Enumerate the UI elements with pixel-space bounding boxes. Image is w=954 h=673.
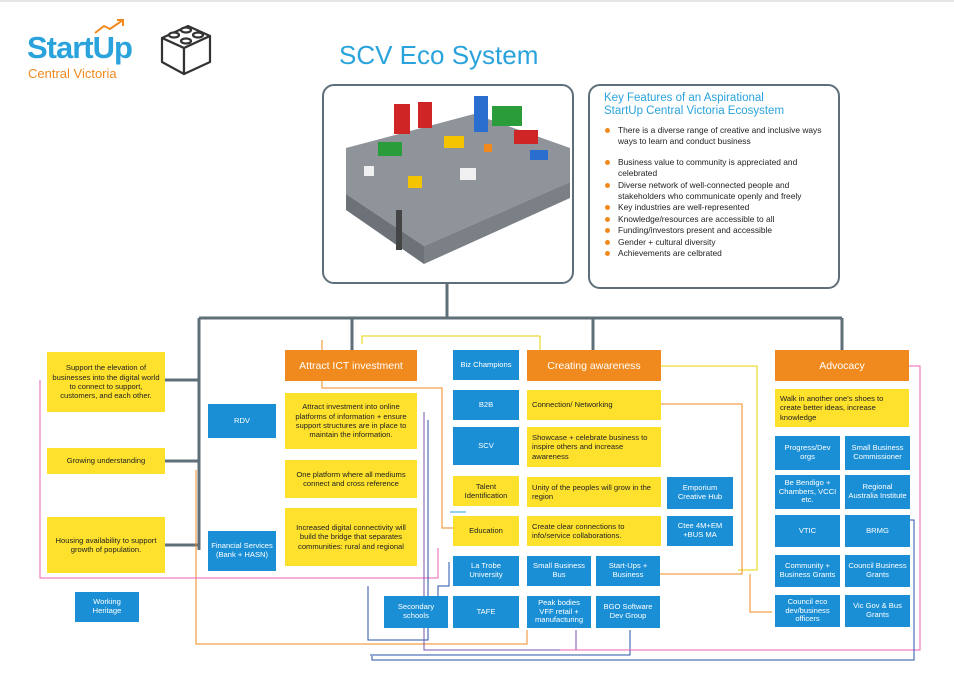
advocacy-box: VTIC	[775, 515, 840, 547]
key-feature-item: Diverse network of well-connected people…	[604, 180, 830, 203]
advocacy-box: Progress/Dev orgs	[775, 436, 840, 470]
growing-understanding-box: Growing understanding	[47, 448, 165, 474]
advocacy-box: BRMG	[845, 515, 910, 547]
advocacy-box: Council eco dev/business officers	[775, 595, 840, 627]
advocacy-header: Advocacy	[775, 350, 909, 381]
peak-bodies-box: Peak bodies VFF retail + manufacturing	[527, 596, 591, 628]
key-features-title: Key Features of an Aspirational StartUp …	[604, 92, 830, 118]
advocacy-box: Council Business Grants	[845, 555, 910, 587]
key-feature-item: There is a diverse range of creative and…	[604, 125, 830, 148]
awareness-item: Connection/ Networking	[527, 390, 661, 420]
key-features-list: There is a diverse range of creative and…	[604, 125, 830, 259]
lego-brick-icon	[160, 24, 212, 76]
education-box: Education	[453, 516, 519, 546]
financial-services-box: Financial Services (Bank + HASN)	[208, 531, 276, 571]
bgo-software-box: BGO Software Dev Group	[596, 596, 660, 628]
emporium-creative-hub-box: Emporium Creative Hub	[667, 477, 733, 509]
advocacy-box: Be Bendigo + Chambers, VCCI etc.	[775, 475, 840, 509]
logo-growth-arrow-icon	[94, 19, 124, 34]
ctee-box: Ctee 4M+EM +BUS MA	[667, 516, 733, 546]
ict-item: Increased digital connectivity will buil…	[285, 508, 417, 566]
working-heritage-box: Working Heritage	[75, 592, 139, 622]
tafe-box: TAFE	[453, 596, 519, 628]
awareness-item: Showcase + celebrate business to inspire…	[527, 427, 661, 467]
key-feature-item: Business value to community is appreciat…	[604, 157, 830, 180]
lego-city-illustration	[346, 96, 570, 264]
creating-awareness-header: Creating awareness	[527, 350, 661, 381]
logo-up-text: Up	[92, 30, 133, 65]
advocacy-box: Regional Australia Institute	[845, 475, 910, 509]
ict-item: One platform where all mediums connect a…	[285, 460, 417, 498]
awareness-item: Unity of the peoples will grow in the re…	[527, 477, 661, 507]
awareness-item: Create clear connections to info/service…	[527, 516, 661, 546]
b2b-box: B2B	[453, 390, 519, 420]
small-business-bus-box: Small Business Bus	[527, 556, 591, 586]
logo-start-text: Start	[27, 30, 94, 65]
rdv-box: RDV	[208, 404, 276, 438]
scv-box: SCV	[453, 427, 519, 465]
housing-availability-box: Housing availability to support growth o…	[47, 517, 165, 573]
key-feature-item: Key industries are well-represented	[604, 202, 830, 213]
top-divider	[0, 0, 954, 2]
ict-item: Attract investment into online platforms…	[285, 393, 417, 449]
advocacy-box: Community + Business Grants	[775, 555, 840, 587]
key-features-title-line1: Key Features of an Aspirational	[604, 92, 764, 104]
key-feature-item: Funding/investors present and accessible	[604, 225, 830, 236]
lego-city-model-image	[322, 84, 574, 284]
secondary-schools-box: Secondary schools	[384, 596, 448, 628]
key-features-panel: Key Features of an Aspirational StartUp …	[588, 84, 840, 289]
key-feature-item: Achievements are celbrated	[604, 248, 830, 259]
page-title: SCV Eco System	[339, 40, 539, 70]
support-digital-box: Support the elevation of businesses into…	[47, 352, 165, 412]
la-trobe-box: La Trobe University	[453, 556, 519, 586]
advocacy-box: Vic Gov & Bus Grants	[845, 595, 910, 627]
logo-wordmark: StartUp	[27, 30, 133, 66]
biz-champions-box: Biz Champions	[453, 350, 519, 380]
key-feature-item: Gender + cultural diversity	[604, 237, 830, 248]
key-feature-item: Knowledge/resources are accessible to al…	[604, 214, 830, 225]
logo-subtitle: Central Victoria	[28, 66, 117, 81]
attract-ict-header: Attract ICT investment	[285, 350, 417, 381]
talent-identification-box: Talent Identification	[453, 476, 519, 506]
walk-in-shoes-box: Walk in another one's shoes to create be…	[775, 389, 909, 427]
key-features-title-line2: StartUp Central Victoria Ecosystem	[604, 105, 785, 117]
startups-business-box: Start-Ups + Business	[596, 556, 660, 586]
advocacy-box: Small Business Commissioner	[845, 436, 910, 470]
